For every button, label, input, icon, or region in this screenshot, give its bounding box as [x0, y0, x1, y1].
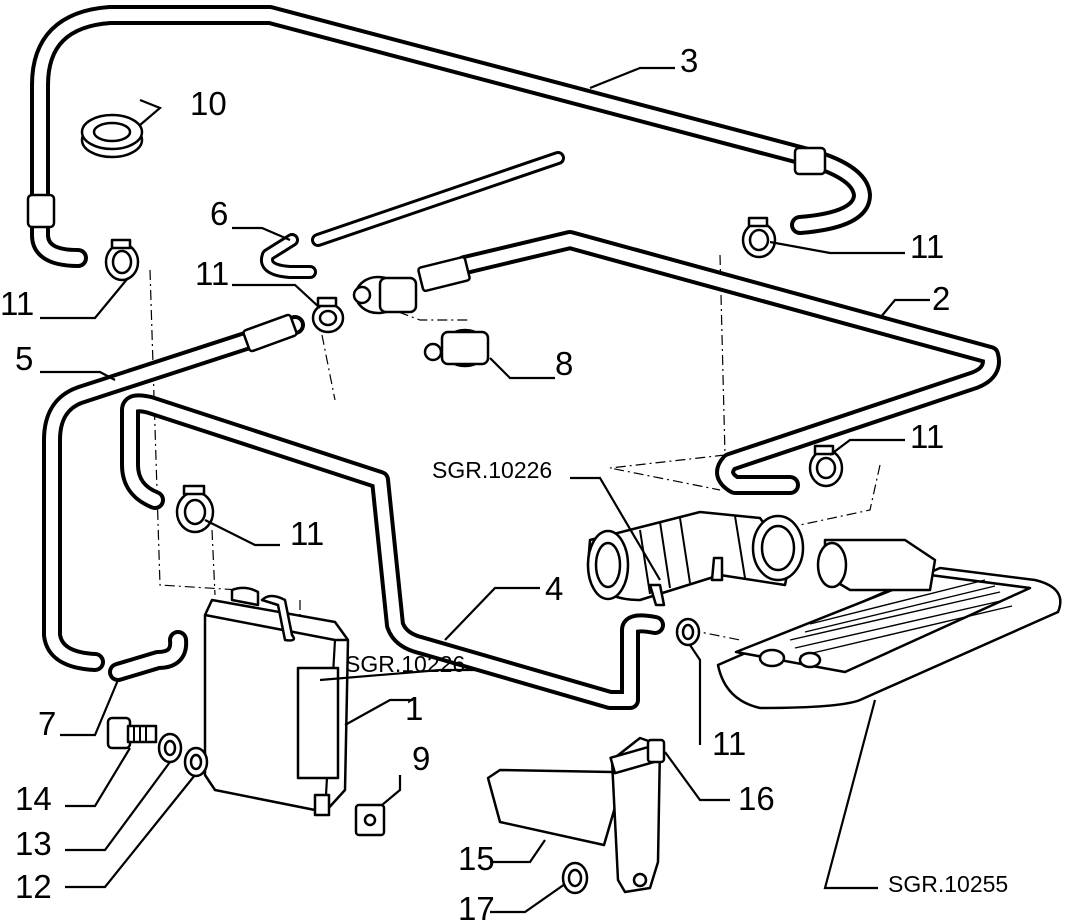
callout-11-f: 11 [712, 725, 746, 762]
callout-13: 13 [15, 825, 52, 862]
callout-11-c: 11 [910, 228, 944, 265]
callout-10: 10 [190, 85, 227, 122]
intake-assembly [586, 510, 805, 607]
reference-labels: SGR.10226 SGR.10226 SGR.10255 [345, 457, 1008, 897]
intake-plenum [716, 538, 1062, 710]
hose-4 [120, 393, 665, 710]
rod [311, 151, 565, 247]
grommet-10 [80, 113, 144, 159]
ref-sgr-10226-canister: SGR.10226 [345, 651, 465, 677]
hose-5 [42, 313, 305, 672]
callout-11-e: 11 [910, 418, 944, 455]
callout-labels: 1 2 3 4 5 6 7 8 9 10 11 11 11 11 11 11 1… [0, 42, 950, 922]
ref-sgr-10255: SGR.10255 [888, 871, 1008, 897]
valve-8 [352, 275, 490, 368]
hose-3 [26, 5, 872, 268]
callout-12: 12 [15, 868, 52, 905]
callout-16: 16 [738, 780, 775, 817]
clips-11 [104, 216, 844, 647]
callout-15: 15 [458, 840, 495, 877]
clip-f [675, 617, 701, 647]
callout-6: 6 [210, 195, 228, 232]
leader-lines [40, 66, 930, 914]
callout-1: 1 [405, 690, 423, 727]
hose-6 [260, 233, 317, 279]
callout-11-b: 11 [195, 255, 229, 292]
callout-11-d: 11 [290, 515, 324, 552]
clip-b [311, 296, 345, 334]
nut-17 [561, 861, 589, 895]
callout-2: 2 [932, 280, 950, 317]
clip-a [104, 238, 140, 282]
callout-5: 5 [15, 340, 33, 377]
ref-sgr-10226-top: SGR.10226 [432, 457, 552, 483]
bracket-15 [486, 736, 662, 894]
canister-1 [203, 586, 350, 817]
hose-2 [417, 230, 1001, 495]
callout-11-a: 11 [0, 285, 34, 322]
clip-d [175, 484, 215, 534]
fasteners-12-14 [106, 716, 209, 778]
bolt-16 [609, 738, 666, 775]
callout-4: 4 [545, 570, 563, 607]
callout-3: 3 [680, 42, 698, 79]
callout-14: 14 [15, 780, 52, 817]
nut-9 [354, 803, 386, 837]
callout-7: 7 [38, 705, 56, 742]
hose-7 [108, 630, 189, 682]
callout-9: 9 [412, 740, 430, 777]
clip-c [741, 216, 777, 259]
callout-8: 8 [555, 345, 573, 382]
callout-17: 17 [458, 890, 495, 922]
clip-e [808, 444, 844, 488]
